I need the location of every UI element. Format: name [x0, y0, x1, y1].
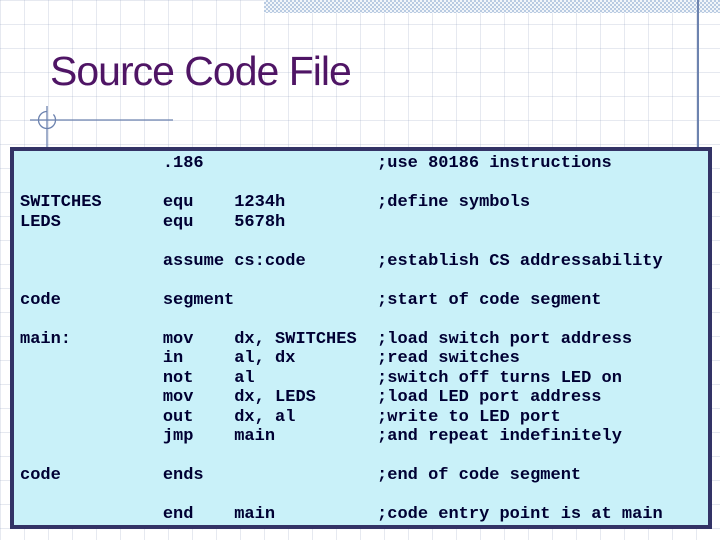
- vertical-accent-line: [697, 0, 699, 147]
- header-accent-bar: [264, 0, 720, 13]
- code-line: end main ;code entry point is at main: [20, 505, 663, 524]
- code-line: out dx, al ;write to LED port: [20, 407, 561, 427]
- slide-title: Source Code File: [50, 48, 352, 94]
- code-line: [20, 310, 708, 330]
- code-line: [20, 232, 708, 252]
- code-line: assume cs:code ;establish CS addressabil…: [20, 251, 663, 271]
- code-line: mov dx, LEDS ;load LED port address: [20, 388, 602, 407]
- code-line: [20, 447, 708, 467]
- code-line: code ends ;end of code segment: [20, 466, 582, 485]
- compass-circle: [37, 110, 57, 130]
- code-line: not al ;switch off turns LED on: [20, 368, 622, 388]
- code-line: .186 ;use 80186 instructions: [20, 154, 612, 173]
- code-line: main: mov dx, SWITCHES ;load switch port…: [20, 329, 633, 349]
- code-line: [20, 271, 708, 291]
- code-line: [20, 486, 708, 506]
- drafting-compass-icon: [30, 106, 173, 147]
- code-line: [20, 174, 708, 194]
- source-code-panel: .186 ;use 80186 instructions SWITCHES eq…: [10, 147, 712, 529]
- code-line: LEDS equ 5678h: [20, 212, 286, 232]
- code-line: SWITCHES equ 1234h ;define symbols: [20, 193, 531, 212]
- code-line: in al, dx ;read switches: [20, 349, 520, 368]
- code-line: jmp main ;and repeat indefinitely: [20, 427, 622, 446]
- code-line: code segment ;start of code segment: [20, 290, 602, 310]
